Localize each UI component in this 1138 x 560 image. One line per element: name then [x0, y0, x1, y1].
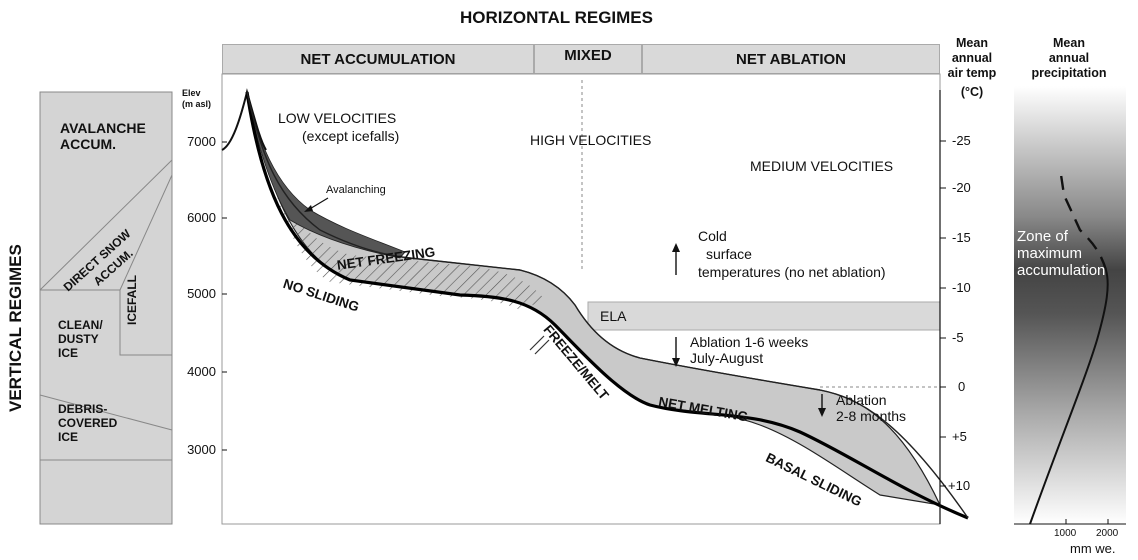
july-august-label: July-August: [690, 350, 764, 366]
avalanche-label-line: AVALANCHE: [60, 120, 146, 136]
temp-tick-label: +10: [948, 478, 971, 493]
debris-line: DEBRIS-: [58, 402, 108, 416]
temp-tick-label: -15: [952, 230, 971, 245]
precip-tick-label: 1000: [1054, 528, 1077, 539]
avalanche-accum-label: AVALANCHE ACCUM.: [60, 120, 146, 152]
ablation-months-label: Ablation: [836, 392, 887, 408]
avalanching-label: Avalanching: [326, 184, 386, 196]
break-mark: [529, 335, 545, 351]
ablation-weeks-label: Ablation 1-6 weeks: [690, 334, 809, 350]
elevation-label-line: Elev: [182, 88, 201, 98]
precipitation-curve-dashed: [1058, 167, 1108, 271]
zone-label-line: accumulation: [1017, 262, 1106, 279]
temp-tick-label: +5: [952, 429, 967, 444]
clean-dusty-label: CLEAN/ DUSTY ICE: [58, 318, 103, 360]
precipitation-header: Mean annual precipitation: [1014, 36, 1124, 81]
horizontal-regimes-title: HORIZONTAL REGIMES: [460, 8, 653, 27]
zone-max-accumulation-label: Zone of maximum accumulation: [1017, 228, 1105, 279]
band-net-accumulation-label: NET ACCUMULATION: [300, 50, 456, 68]
avalanching-arrow-head: [304, 205, 313, 212]
medium-velocities-label: MEDIUM VELOCITIES: [750, 158, 894, 174]
temp-tick-label: -5: [952, 330, 964, 345]
temperature-header-line: (°C): [960, 85, 984, 99]
zone-label-line: Zone of: [1017, 228, 1068, 245]
avalanche-deposit: [246, 91, 406, 259]
elev-tick-label: 4000: [187, 364, 216, 379]
regime-divider: [119, 290, 172, 356]
elev-tick-label: 7000: [187, 134, 216, 149]
elevation-label-line: (m asl): [182, 99, 212, 109]
band-mixed: MIXED: [534, 44, 642, 74]
precipitation-header-line: precipitation: [1031, 66, 1107, 80]
vertical-regimes-title: VERTICAL REGIMES: [6, 244, 25, 412]
band-mixed-label: MIXED: [564, 47, 612, 64]
precipitation-column: [1014, 86, 1126, 524]
temperature-header-line: air temp: [947, 66, 997, 80]
clean-line: DUSTY: [58, 332, 99, 346]
high-velocities-label: HIGH VELOCITIES: [530, 132, 652, 148]
ela-band: [587, 301, 941, 331]
clean-line: CLEAN/: [58, 318, 103, 332]
precip-tick-label: 2000: [1096, 528, 1119, 539]
elev-tick-label: 5000: [187, 286, 216, 301]
precipitation-curve: [1029, 269, 1109, 525]
avalanche-label-line: ACCUM.: [60, 136, 116, 152]
surface-label: surface: [706, 246, 752, 262]
regime-divider: [119, 174, 173, 291]
cold-label: Cold: [698, 228, 727, 244]
precipitation-header-line: Mean: [1053, 36, 1085, 50]
precip-unit-label: mm we.: [1070, 541, 1116, 556]
months-label: 2-8 months: [836, 408, 907, 424]
precipitation-header-line: annual: [1048, 51, 1090, 65]
debris-covered-label: DEBRIS- COVERED ICE: [58, 402, 117, 444]
ablation-months-arrow-head: [818, 408, 826, 417]
temperature-header-line: Mean: [956, 36, 988, 50]
temperatures-label: temperatures (no net ablation): [698, 264, 886, 280]
icefall-label: ICEFALL: [125, 275, 139, 325]
vertical-regimes-column: [39, 91, 173, 525]
temp-tick-label: -25: [952, 133, 971, 148]
except-icefalls-label: (except icefalls): [302, 128, 400, 144]
low-velocities-label: LOW VELOCITIES: [278, 110, 397, 126]
ela-label: ELA: [600, 308, 627, 324]
temp-tick-label: -20: [952, 180, 971, 195]
clean-line: ICE: [58, 346, 79, 360]
elevation-axis-label: Elev (m asl): [182, 88, 211, 110]
ablation-weeks-arrow-head: [672, 358, 680, 367]
glacier-bed: [245, 91, 969, 520]
elevation-ticks: [222, 141, 227, 451]
net-freezing-zone: [262, 140, 545, 310]
zone-label-line: maximum: [1017, 245, 1083, 262]
debris-line: ICE: [58, 430, 79, 444]
temperature-header: Mean annual air temp (°C): [938, 36, 1006, 100]
break-mark: [534, 339, 550, 355]
cold-arrow-head: [672, 243, 680, 252]
temperature-ticks: [940, 140, 946, 487]
temperature-header-line: annual: [951, 51, 993, 65]
regime-divider: [39, 394, 173, 431]
band-net-ablation-label: NET ABLATION: [736, 50, 846, 68]
elev-tick-label: 3000: [187, 442, 216, 457]
debris-line: COVERED: [58, 416, 118, 430]
glacier-surface: [246, 91, 969, 519]
elev-tick-label: 6000: [187, 210, 216, 225]
temp-tick-label: 0: [958, 379, 966, 394]
regime-divider: [39, 159, 173, 291]
temp-tick-label: -10: [952, 280, 971, 295]
